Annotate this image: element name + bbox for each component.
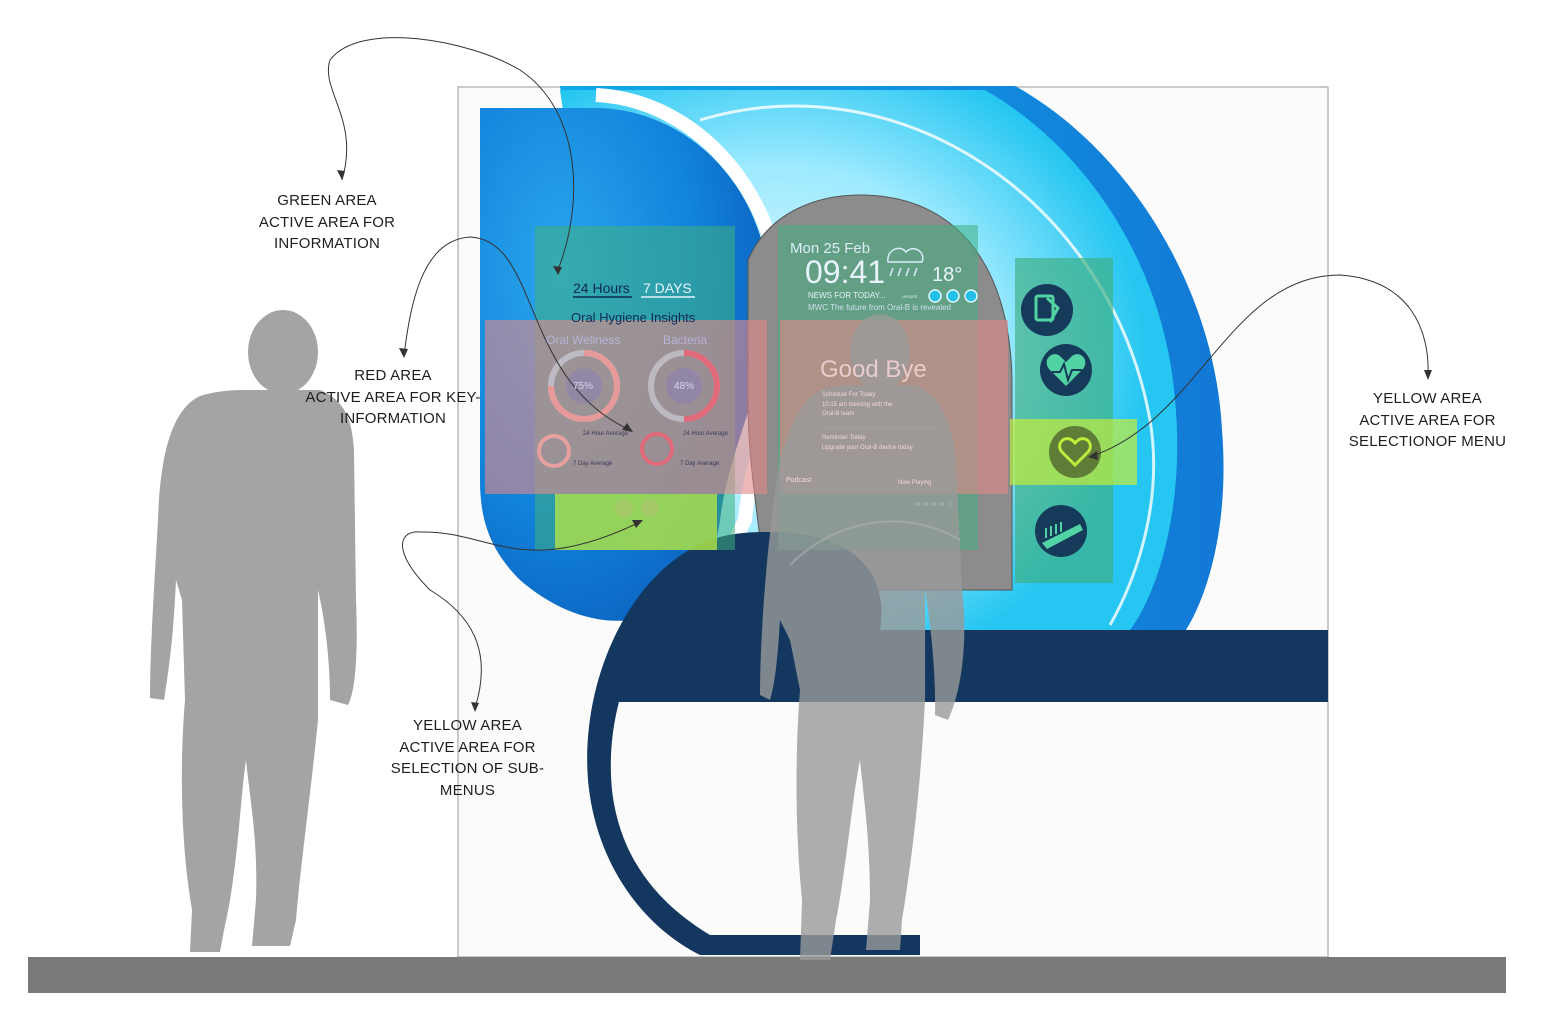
- media-status: Now Playing: [898, 480, 932, 486]
- greeting: Good Bye: [820, 356, 927, 383]
- green-area-callout: GREEN AREA ACTIVE AREA FOR INFORMATION: [242, 190, 412, 255]
- callout-line: SELECTION OF SUB-: [390, 760, 545, 777]
- person-silhouette-left: [150, 310, 357, 952]
- callout-line: INFORMATION: [339, 410, 447, 427]
- bacteria-small-ring: [640, 432, 674, 466]
- yellow-menu-callout: YELLOW AREA ACTIVE AREA FOR SELECTIONOF …: [1330, 388, 1525, 453]
- schedule-item: Oral-B team: [822, 411, 855, 417]
- avg-label: 7 Day Average: [573, 461, 613, 467]
- schedule-item: 10:15 am meeting with the: [822, 402, 893, 408]
- head: [850, 314, 910, 390]
- head: [248, 310, 318, 394]
- arrowhead: [632, 520, 643, 528]
- avg-label: 24 Hour Average: [583, 431, 628, 437]
- insights-title: Oral Hygiene Insights: [571, 310, 696, 325]
- oral-wellness-label: Oral Wellness: [546, 333, 621, 347]
- heart-rate-icon-pulse: [1052, 361, 1082, 384]
- reminder-item: Upgrade your Oral-B device today: [822, 445, 913, 451]
- arrowhead: [399, 348, 408, 358]
- callout-line: INFORMATION: [273, 235, 381, 252]
- toothbrush-icon-glyph: [1042, 524, 1083, 549]
- callout-line: SELECTIONOF MENU: [1348, 433, 1507, 450]
- document-icon-glyph: [1034, 294, 1055, 322]
- red-callout-leader: [403, 236, 631, 431]
- news-text: MWC The future from Oral-B is revealed: [808, 303, 952, 312]
- arrowhead: [622, 423, 633, 432]
- floor: [28, 957, 1506, 993]
- callout-line: ACTIVE AREA FOR: [399, 738, 536, 756]
- callout-line: YELLOW AREA: [1373, 390, 1482, 407]
- callout-arrowheads: [337, 170, 1432, 712]
- green-callout-leader: [328, 37, 575, 271]
- wellness-small-ring: [537, 434, 571, 468]
- document-icon-bg: [1021, 284, 1073, 336]
- temperature: 18°: [932, 264, 963, 286]
- yellow-submenu-callout: YELLOW AREA ACTIVE AREA FOR SELECTION OF…: [380, 715, 555, 801]
- schedule-title: Schedule For Today: [822, 392, 876, 398]
- bacteria-ring-core: [666, 368, 702, 404]
- avg-label: 24 Hour Average: [683, 431, 728, 437]
- document-icon[interactable]: [1021, 284, 1073, 336]
- news-update-label: UPDATE: [902, 294, 918, 299]
- bacteria-label: Bacteria: [663, 333, 708, 347]
- heart-rate-icon[interactable]: [1040, 344, 1092, 396]
- avg-label: 7 Day Average: [680, 461, 720, 467]
- document-icon-check: [1045, 296, 1060, 323]
- callout-line: GREEN AREA: [277, 192, 377, 209]
- update-dot-2: [946, 289, 960, 303]
- toothbrush-icon[interactable]: [1035, 505, 1087, 557]
- body: [760, 385, 965, 960]
- tab-7-days[interactable]: 7 DAYS: [643, 280, 692, 296]
- wellness-ring-fill: [548, 350, 620, 422]
- bacteria-value: 48%: [674, 381, 695, 392]
- red-area-callout: RED AREA ACTIVE AREA FOR KEY- INFORMATIO…: [298, 365, 488, 430]
- callout-leaders: [328, 37, 1429, 709]
- callout-line: ACTIVE AREA FOR: [1359, 411, 1496, 429]
- heart-icon-glyph: [1058, 437, 1092, 468]
- red-key-info-area-left: [485, 320, 767, 494]
- date-label: Mon 25 Feb: [790, 240, 871, 257]
- bacteria-ring-fill: [683, 350, 720, 422]
- submenu-icon-2[interactable]: [641, 499, 659, 517]
- news-heading: NEWS FOR TODAY...: [808, 291, 886, 300]
- callout-line: RED AREA: [354, 367, 432, 384]
- desk-c-stand: [587, 532, 920, 955]
- update-dot-1: [928, 289, 942, 303]
- arrowhead: [1088, 451, 1098, 460]
- heart-icon[interactable]: [1049, 426, 1101, 478]
- body: [150, 390, 357, 952]
- arrowhead: [471, 702, 479, 712]
- desk-counter: [618, 630, 1328, 702]
- arrowhead: [1424, 370, 1432, 380]
- person-silhouette-center: [760, 314, 965, 960]
- yellow-sub-leader: [402, 521, 641, 709]
- clock-time: 09:41: [805, 254, 886, 290]
- media-title: Podcast: [786, 477, 812, 484]
- tab-24-hours[interactable]: 24 Hours: [573, 280, 630, 296]
- callout-line: MENUS: [439, 781, 496, 799]
- submenu-icon-1[interactable]: [615, 499, 633, 517]
- arrowhead: [553, 266, 562, 275]
- callout-line: ACTIVE AREA FOR KEY-: [305, 388, 481, 406]
- yellow-menu-leader: [1091, 274, 1429, 457]
- callout-line: YELLOW AREA: [413, 717, 522, 734]
- oral-wellness-value: 75%: [573, 381, 594, 392]
- update-dot-3: [964, 289, 978, 303]
- wellness-ring-core: [566, 368, 602, 404]
- heart-icon-bg: [1049, 426, 1101, 478]
- toothbrush-icon-bristles: [1045, 522, 1062, 538]
- weather-cloud-icon: [887, 247, 924, 277]
- arrowhead: [337, 170, 345, 180]
- reminder-title: Reminder Today: [822, 435, 866, 441]
- callout-line: ACTIVE AREA FOR: [258, 213, 396, 231]
